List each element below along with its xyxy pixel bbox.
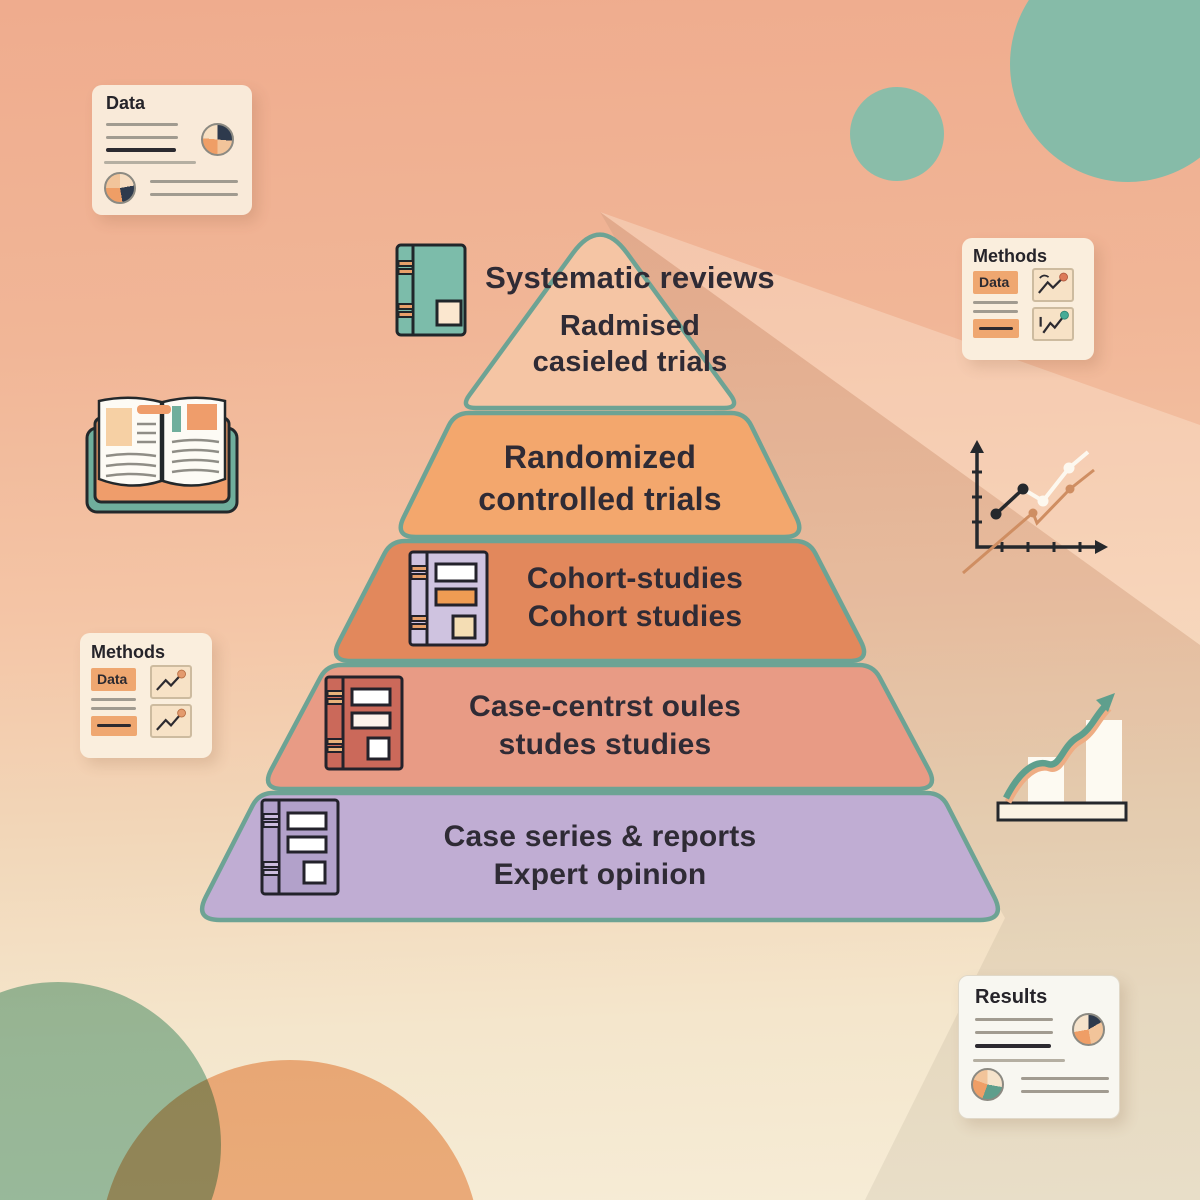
tier-text: Case-centrst oules [468, 690, 742, 723]
pie-chart-icon [1072, 1013, 1105, 1046]
text-line [975, 1018, 1053, 1021]
text-line [975, 1044, 1051, 1048]
tier-text: casieled trials [532, 346, 728, 378]
line-chart-icon [1032, 307, 1074, 341]
card-title: Methods [973, 246, 1047, 266]
tier-text: Systematic reviews [485, 260, 775, 295]
text-line [150, 180, 238, 183]
tier-text: Randomized [503, 439, 697, 475]
results-card: Results [958, 975, 1120, 1119]
orange-circle-bottom [106, 1060, 474, 1200]
line-chart-icon [962, 440, 1108, 575]
notebook-icon [260, 798, 340, 896]
tier-text: Cohort-studies [526, 562, 744, 595]
teal-circle-large [1010, 0, 1200, 182]
teal-circle-small [850, 87, 944, 181]
card-title: Results [975, 986, 1048, 1008]
tier-label-systematic-reviews: Systematic reviews Radmised casieled tri… [410, 260, 850, 380]
pie-chart-icon [104, 172, 136, 204]
tier-text: controlled trials [478, 481, 722, 517]
book-image-block [106, 408, 132, 446]
open-book-icon [85, 396, 239, 514]
notebook-icon [324, 675, 404, 771]
text-line [979, 327, 1013, 330]
text-line [106, 148, 176, 152]
tier-text: Case series & reports [443, 820, 757, 853]
pie-chart-icon [201, 123, 234, 156]
line-chart-icon [1032, 268, 1074, 302]
text-line [91, 707, 136, 710]
highlight-box [91, 716, 137, 736]
text-line [973, 310, 1018, 313]
light-beam-wedge [600, 212, 1200, 645]
tier-text: Cohort studies [527, 600, 743, 633]
line-chart-icon [150, 665, 192, 699]
tier-text: Radmised [559, 310, 701, 342]
data-chip: Data [91, 668, 136, 691]
notebook-icon [408, 550, 489, 647]
text-line [1021, 1077, 1109, 1080]
text-line [106, 136, 178, 139]
methods-card-left: Methods Data [80, 633, 212, 758]
pyramid-tier-1 [463, 232, 737, 411]
card-title: Methods [91, 642, 165, 662]
tier-label-case-series-reports: Case series & reports Expert opinion [400, 818, 800, 894]
tier-text: Expert opinion [493, 858, 707, 891]
tier-text: studes studies [498, 728, 712, 761]
text-line [106, 123, 178, 126]
line-chart-icon [150, 704, 192, 738]
card-title: Data [106, 93, 146, 113]
tier-label-case-control-studies: Case-centrst oules studes studies [410, 688, 800, 764]
text-line [973, 301, 1018, 304]
pyramid-tier-2 [398, 410, 802, 540]
text-line [1021, 1090, 1109, 1093]
text-line [97, 724, 131, 727]
notebook-icon [395, 243, 467, 337]
pyramid-tier-4 [265, 662, 935, 792]
text-line [150, 193, 238, 196]
tier-label-randomized-controlled-trials: Randomized controlled trials [400, 436, 800, 520]
tier-label-cohort-studies: Cohort-studies Cohort studies [445, 560, 825, 636]
text-line [975, 1031, 1053, 1034]
data-chip: Data [973, 271, 1018, 294]
text-line [973, 1059, 1065, 1062]
text-line [91, 698, 136, 701]
pyramid-tier-5 [200, 790, 1000, 923]
bar-chart-growth-icon [996, 693, 1128, 822]
data-card: Data [92, 85, 252, 215]
pie-chart-icon [971, 1068, 1004, 1101]
methods-card-top-right: Methods Data [962, 238, 1094, 360]
highlight-box [973, 319, 1019, 338]
text-line [104, 161, 196, 164]
